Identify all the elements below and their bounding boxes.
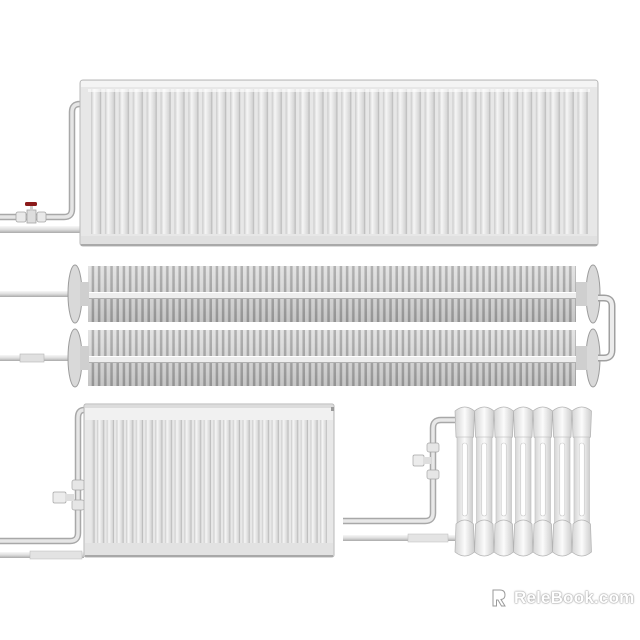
column-section xyxy=(454,406,475,557)
valve-red-handle xyxy=(15,202,47,224)
watermark: ReleBook.com xyxy=(490,588,635,608)
panel-radiator-large xyxy=(0,79,599,247)
column-section xyxy=(552,406,573,557)
column-section xyxy=(493,406,514,557)
column-radiator-thermostatic-valve xyxy=(412,442,440,480)
finned-tube-upper xyxy=(67,264,601,324)
watermark-text: ReleBook.com xyxy=(514,588,635,607)
large-radiator-supply-pipe xyxy=(0,100,81,233)
column-section xyxy=(532,406,553,557)
small-radiator-pipes xyxy=(0,406,85,560)
column-section xyxy=(474,406,495,557)
small-radiator-thermostatic-valve xyxy=(52,479,85,511)
column-radiator xyxy=(343,406,592,557)
column-section xyxy=(513,406,534,557)
finned-tube-lower xyxy=(67,328,601,388)
column-radiator-pipes xyxy=(343,416,455,543)
panel-radiator-small xyxy=(0,403,335,560)
finned-upper-inlet-pipe xyxy=(0,291,70,297)
relebook-logo-icon xyxy=(492,589,506,607)
column-section xyxy=(571,406,592,557)
finned-tube-radiator xyxy=(0,264,616,388)
